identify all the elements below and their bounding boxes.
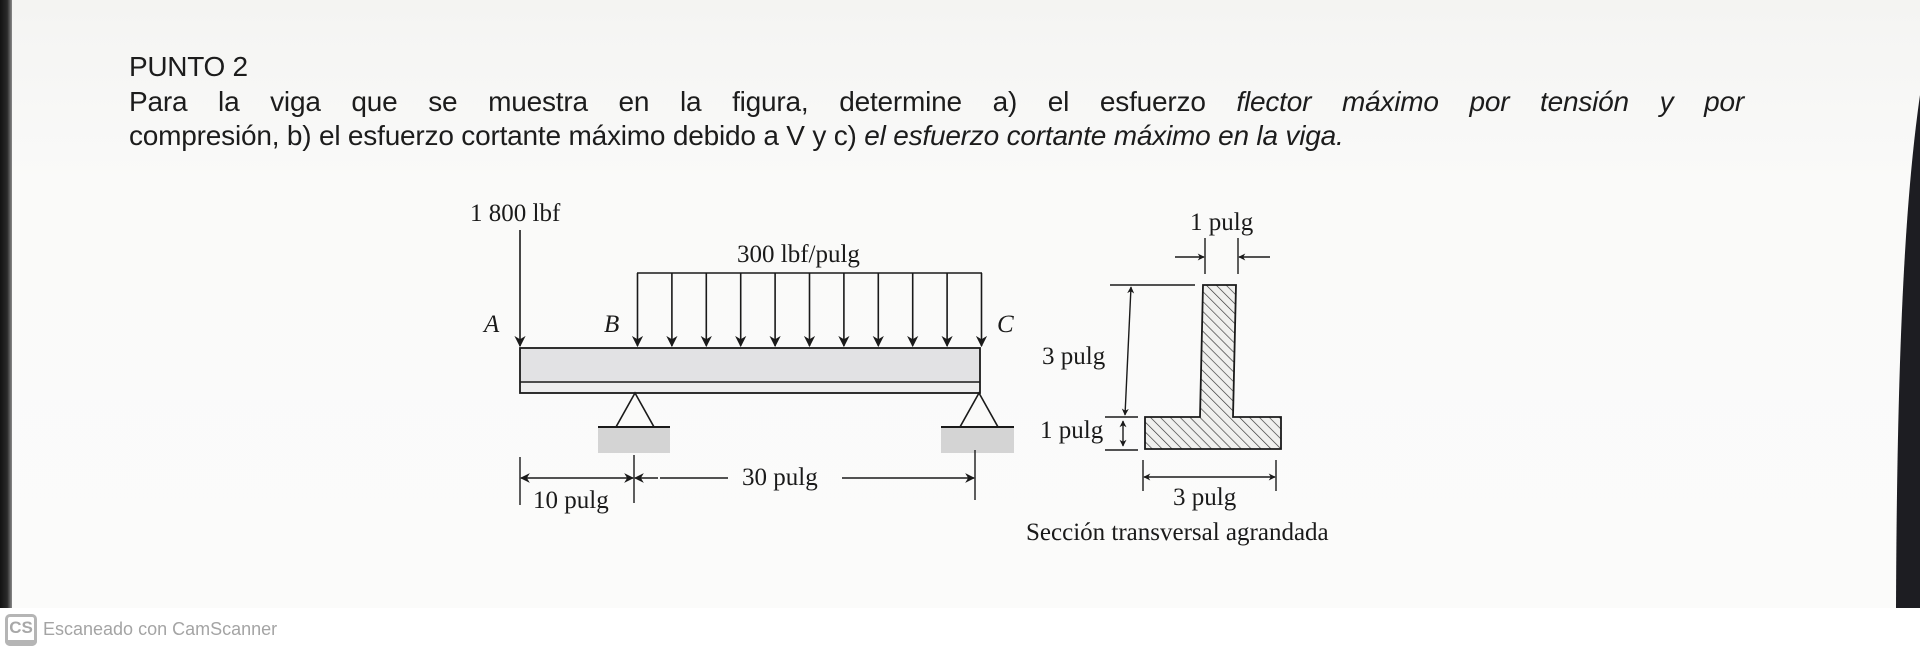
- scanned-page: PUNTO 2 Para la viga que se muestra en l…: [0, 0, 1920, 608]
- beam-dimensions: [519, 450, 976, 505]
- scanner-footer: CS Escaneado con CamScanner: [0, 608, 1920, 652]
- support-b: [598, 391, 670, 453]
- flange-width-label: 3 pulg: [1173, 484, 1237, 511]
- distributed-load-label: 300 lbf/pulg: [737, 241, 860, 268]
- statement-line-2-italic: el esfuerzo cortante máximo en la viga.: [864, 120, 1344, 151]
- flange-width-dimension: [1142, 460, 1277, 491]
- web-width-label: 1 pulg: [1190, 209, 1254, 236]
- web-height-label: 3 pulg: [1042, 343, 1106, 370]
- point-label-c: C: [997, 311, 1014, 338]
- flange-thickness-label: 1 pulg: [1040, 417, 1104, 444]
- point-load-label: 1 800 lbf: [470, 200, 561, 227]
- web-height-dimension: [1105, 284, 1195, 451]
- statement-line-2: compresión, b) el esfuerzo cortante máxi…: [129, 119, 1744, 153]
- distributed-load-arrows: [631, 273, 988, 348]
- statement-line-1-plain: Para la viga que se muestra en la figura…: [129, 86, 1237, 117]
- point-label-a: A: [482, 311, 500, 338]
- t-cross-section: [1144, 284, 1282, 450]
- statement-line-1: Para la viga que se muestra en la figura…: [129, 85, 1744, 119]
- camscanner-watermark: Escaneado con CamScanner: [43, 619, 278, 639]
- camscanner-logo-icon: CS: [5, 614, 37, 646]
- beam-figure: 1 800 lbf 300 lbf/pulg A B C: [470, 200, 1329, 546]
- support-c: [941, 391, 1014, 453]
- dimension-bc-label: 30 pulg: [742, 464, 818, 491]
- page-left-shadow: [0, 0, 12, 608]
- beam: [519, 347, 981, 394]
- problem-heading: PUNTO 2: [129, 51, 248, 82]
- statement-line-2-plain: compresión, b) el esfuerzo cortante máxi…: [129, 120, 865, 151]
- dimension-ab-label: 10 pulg: [533, 487, 609, 514]
- web-width-dimension: [1175, 238, 1270, 274]
- statement-line-1-italic: flector máximo por tensión y por: [1236, 86, 1744, 117]
- cross-section-caption: Sección transversal agrandada: [1026, 519, 1329, 546]
- problem-statement: Para la viga que se muestra en la figura…: [129, 85, 1744, 153]
- point-label-b: B: [604, 311, 619, 338]
